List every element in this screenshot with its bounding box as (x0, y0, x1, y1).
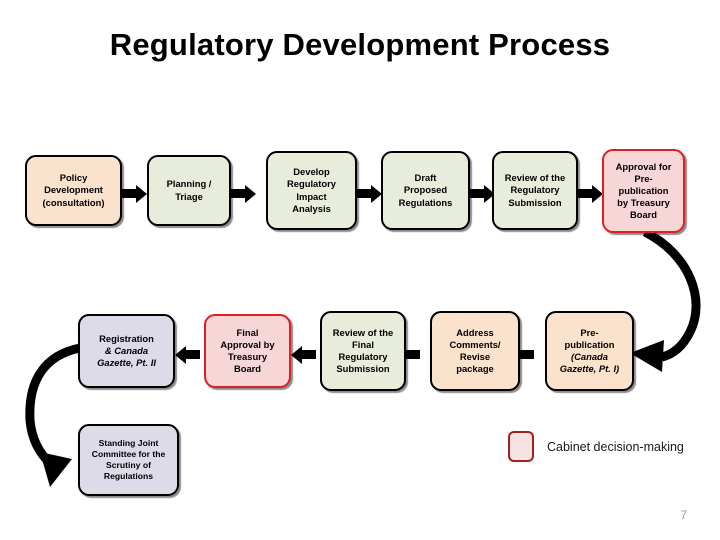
node-prepublication-canada-gazette-i[interactable]: Pre- publication (Canada Gazette, Pt. I) (545, 311, 634, 391)
node-draft-proposed-regulations-label: Draft Proposed Regulations (398, 172, 453, 208)
node-prepublication-canada-gazette-i-label: Pre- publication (Canada Gazette, Pt. I) (559, 326, 620, 375)
canada-gazette-italic-c: (Canada (571, 351, 608, 362)
connector-planning-to-ria-head (245, 185, 256, 203)
node-approval-prepublication-treasury-board-label: Approval for Pre- publication by Treasur… (615, 160, 672, 221)
node-final-approval-treasury-board[interactable]: Final Approval by Treasury Board (204, 314, 291, 388)
connector-final-to-registration-head (175, 346, 186, 364)
page-number: 7 (680, 508, 687, 522)
node-policy-development-label: Policy Development (consultation) (42, 172, 105, 208)
node-final-approval-treasury-board-label: Final Approval by Treasury Board (220, 326, 275, 375)
curved-arrow-left-wrap (25, 343, 82, 487)
connector-review-to-approval-head (592, 185, 603, 203)
node-review-final-regulatory-submission-label: Review of the Final Regulatory Submissio… (332, 326, 394, 375)
legend-label: Cabinet decision-making (547, 439, 684, 454)
connector-reviewfinal-to-final-head (291, 346, 302, 364)
curved-arrow-right-wrap (630, 227, 701, 372)
connector-ria-to-draft (357, 189, 371, 198)
node-policy-development[interactable]: Policy Development (consultation) (25, 155, 122, 226)
node-develop-ria-label: Develop Regulatory Impact Analysis (287, 166, 336, 214)
node-review-regulatory-submission-label: Review of the Regulatory Submission (504, 172, 566, 208)
connector-policy-to-planning (122, 189, 136, 198)
node-planning-triage-label: Planning / Triage (166, 178, 212, 202)
node-standing-joint-committee-label: Standing Joint Committee for the Scrutin… (91, 438, 166, 481)
node-address-comments-revise-package[interactable]: Address Comments/ Revise package (430, 311, 520, 391)
node-address-comments-revise-package-label: Address Comments/ Revise package (449, 326, 501, 375)
connector-ria-to-draft-head (371, 185, 382, 203)
connector-prepub-to-address (520, 350, 534, 359)
canada-gazette-italic-d: Gazette, Pt. I) (559, 363, 620, 375)
connector-reviewfinal-to-final (302, 350, 316, 359)
node-draft-proposed-regulations[interactable]: Draft Proposed Regulations (381, 151, 470, 230)
node-review-final-regulatory-submission[interactable]: Review of the Final Regulatory Submissio… (320, 311, 406, 391)
connector-address-to-reviewfinal (406, 350, 420, 359)
connector-review-to-approval (578, 189, 592, 198)
cabinet-decision-swatch (508, 431, 534, 462)
node-registration-canada-gazette-ii-label: Registration & Canada Gazette, Pt. II (97, 332, 156, 369)
connector-draft-to-review-head (484, 185, 495, 203)
canada-gazette-italic-b: Gazette, Pt. II (97, 357, 156, 369)
connector-draft-to-review (470, 189, 484, 198)
node-review-regulatory-submission[interactable]: Review of the Regulatory Submission (492, 151, 578, 230)
canada-gazette-italic-a: & Canada (104, 344, 149, 356)
connector-final-to-registration (186, 350, 200, 359)
page-title: Regulatory Development Process (109, 27, 611, 62)
legend: Cabinet decision-making (508, 431, 684, 462)
node-registration-canada-gazette-ii[interactable]: Registration & Canada Gazette, Pt. II (78, 314, 175, 388)
node-planning-triage[interactable]: Planning / Triage (147, 155, 231, 226)
connector-planning-to-ria (231, 189, 245, 198)
node-standing-joint-committee[interactable]: Standing Joint Committee for the Scrutin… (78, 424, 179, 496)
connector-policy-to-planning-head (136, 185, 147, 203)
node-develop-ria[interactable]: Develop Regulatory Impact Analysis (266, 151, 357, 230)
node-approval-prepublication-treasury-board[interactable]: Approval for Pre- publication by Treasur… (602, 149, 685, 233)
